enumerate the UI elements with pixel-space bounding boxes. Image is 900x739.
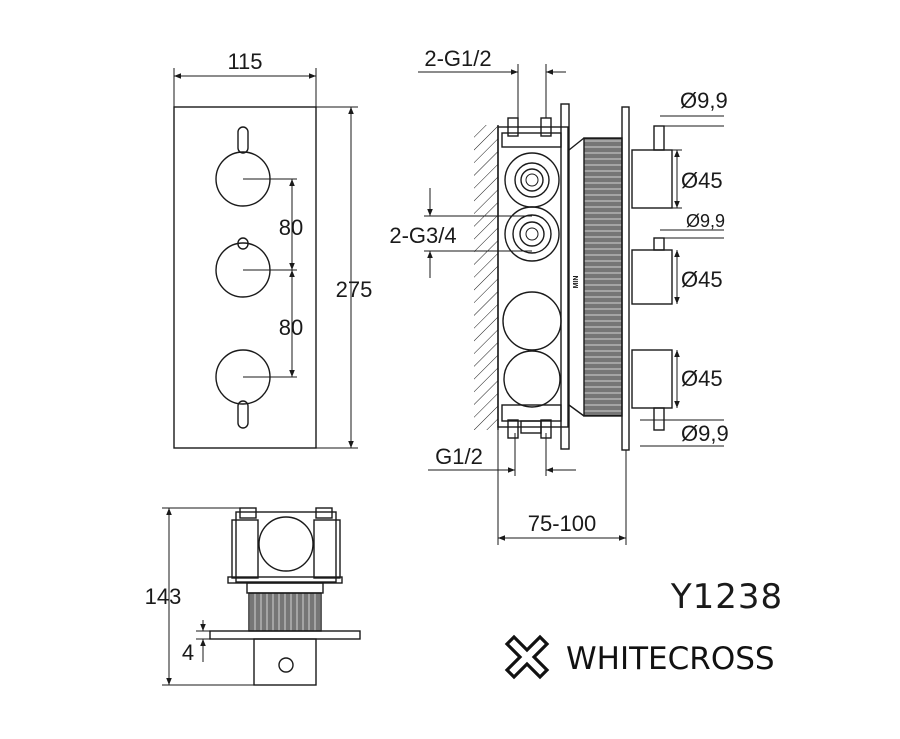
label-spindle-mid: Ø9,9 — [686, 211, 725, 231]
side-handle-bottom — [631, 349, 673, 409]
wall-hatch — [474, 125, 498, 430]
side-view: MIN Ø9,9 Ø45 Ø9,9 Ø45 Ø45 Ø9,9 — [389, 46, 729, 545]
port-top — [504, 152, 560, 208]
label-bottom-height: 143 — [145, 584, 182, 609]
handle-top — [215, 126, 271, 207]
bottom-handle — [253, 638, 317, 686]
bottom-ribbed-sleeve — [248, 592, 322, 632]
side-spindle-middle — [653, 237, 665, 251]
label-spindle-top: Ø9,9 — [680, 88, 728, 113]
handle-bottom — [215, 349, 271, 429]
port-bottom — [503, 350, 561, 408]
bottom-cover-plate — [209, 630, 361, 640]
side-cover-plate — [621, 106, 630, 451]
dim-spacing-bottom-label: 80 — [279, 315, 303, 340]
label-inlet-middle: 2-G3/4 — [389, 223, 456, 248]
dim-width-label: 115 — [227, 49, 262, 74]
side-handle-middle — [631, 249, 673, 305]
front-view: 115 275 80 80 — [173, 49, 373, 449]
handle-middle — [215, 237, 271, 298]
label-depth-range: 75-100 — [528, 511, 597, 536]
cross-x-logo-icon — [504, 634, 550, 680]
mounting-bracket — [560, 103, 570, 450]
bottom-view: 143 4 — [145, 507, 361, 686]
model-code: Y1238 — [670, 577, 783, 617]
valve-body — [497, 126, 569, 428]
port-middle — [504, 206, 560, 262]
label-handle-mid: Ø45 — [681, 267, 723, 292]
label-plate-offset: 4 — [182, 640, 194, 665]
side-spindle-top — [653, 125, 665, 151]
cover-plate — [173, 106, 317, 449]
dim-spacing-top-label: 80 — [279, 215, 303, 240]
label-inlet-bottom: G1/2 — [435, 444, 483, 469]
brand-name: WHITECROSS — [566, 641, 775, 677]
ribbed-sleeve — [583, 137, 623, 417]
label-handle-bottom: Ø45 — [681, 366, 723, 391]
side-spindle-bottom — [653, 407, 665, 431]
label-handle-top: Ø45 — [681, 168, 723, 193]
min-mark: MIN — [573, 276, 580, 289]
bottom-valve-body — [235, 511, 337, 583]
port-lower — [502, 291, 562, 351]
label-inlet-top: 2-G1/2 — [424, 46, 491, 71]
label-spindle-bottom: Ø9,9 — [681, 421, 729, 446]
dim-height-label: 275 — [336, 277, 373, 302]
side-handle-top — [631, 149, 673, 209]
